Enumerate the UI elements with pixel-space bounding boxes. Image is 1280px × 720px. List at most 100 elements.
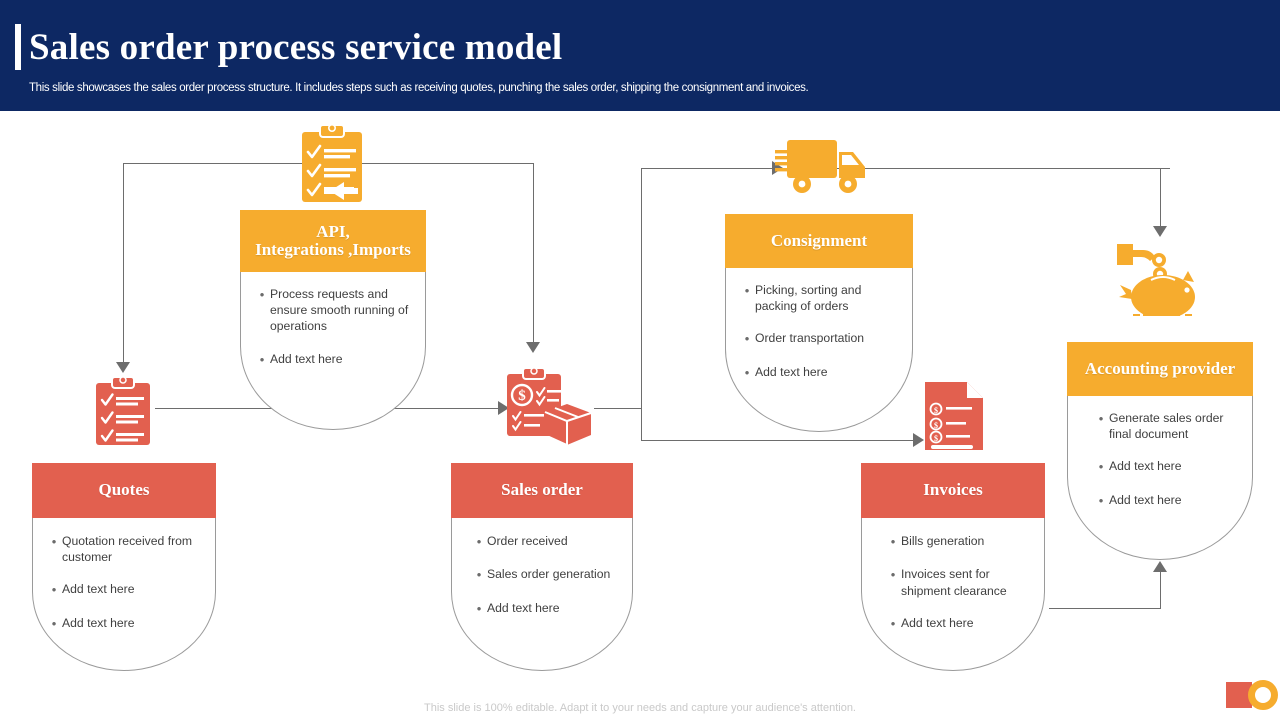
footer-note: This slide is 100% editable. Adapt it to… <box>424 702 856 714</box>
card-api[interactable]: API, Integrations ,Imports • Process req… <box>240 210 426 430</box>
list-item: • Sales order generation <box>471 566 625 583</box>
list-item: • Picking, sorting and packing of orders <box>739 282 899 314</box>
bullet-icon: • <box>1098 492 1104 508</box>
list-item: • Add text here <box>885 615 1035 632</box>
list-item: • Add text here <box>46 581 202 598</box>
bullet-text: Add text here <box>1109 459 1182 474</box>
connector-right-branch-vertical-up <box>641 168 642 440</box>
arrow-down-to-sales-order-icon <box>526 342 540 353</box>
card-invoices-title: Invoices <box>861 463 1045 518</box>
bullet-text: Add text here <box>755 364 828 379</box>
list-item: • Process requests and ensure smooth run… <box>254 286 412 335</box>
connector-right-vertical-down-to-piggy <box>1160 168 1161 230</box>
bullet-icon: • <box>1098 411 1104 426</box>
arrow-right-to-sales-order-icon <box>498 401 509 415</box>
logo-square-icon <box>1226 682 1252 708</box>
connector-right-branch-bottom-horizontal <box>641 440 917 441</box>
bullet-icon: • <box>51 534 57 549</box>
card-consignment-bullets: • Picking, sorting and packing of orders… <box>725 282 913 397</box>
connector-right-branch-top-horizontal <box>641 168 1170 169</box>
list-item: • Add text here <box>471 600 625 617</box>
svg-text:$: $ <box>518 388 526 404</box>
bullet-text: Generate sales order final document <box>1109 411 1224 442</box>
card-sales-order-bullets: • Order received • Sales order generatio… <box>451 533 633 633</box>
bullet-icon: • <box>744 331 750 347</box>
arrow-down-to-quotes-icon <box>116 362 130 373</box>
bullet-icon: • <box>744 364 750 380</box>
card-consignment-title: Consignment <box>725 214 913 268</box>
bullet-icon: • <box>476 600 482 616</box>
card-api-bullets: • Process requests and ensure smooth run… <box>240 286 426 384</box>
card-sales-order[interactable]: Sales order • Order received • Sales ord… <box>451 463 633 671</box>
connector-mid-vertical-down <box>533 163 534 346</box>
page-subtitle: This slide showcases the sales order pro… <box>29 82 809 94</box>
card-accounting-provider-title: Accounting provider <box>1067 342 1253 396</box>
bullet-text: Bills generation <box>901 534 985 548</box>
slide-header: Sales order process service model This s… <box>0 0 1280 111</box>
card-quotes-bullets: • Quotation received from customer • Add… <box>32 533 216 648</box>
card-sales-order-title: Sales order <box>451 463 633 518</box>
bullet-icon: • <box>890 615 896 631</box>
connector-invoices-to-accounting <box>1049 608 1161 609</box>
card-quotes[interactable]: Quotes • Quotation received from custome… <box>32 463 216 671</box>
card-invoices-bullets: • Bills generation • Invoices sent for s… <box>861 533 1045 648</box>
bullet-icon: • <box>890 534 896 549</box>
card-api-title: API, Integrations ,Imports <box>240 210 426 272</box>
bullet-text: Add text here <box>62 582 135 597</box>
svg-text:$: $ <box>934 434 938 443</box>
list-item: • Quotation received from customer <box>46 533 202 565</box>
list-item: • Order transportation <box>739 330 899 347</box>
bullet-icon: • <box>259 287 265 302</box>
arrow-up-to-accounting-card <box>1153 561 1167 572</box>
card-api-title-line2: Integrations ,Imports <box>255 240 411 259</box>
arrow-right-to-invoice-icon <box>913 433 924 447</box>
list-item: • Order received <box>471 533 625 550</box>
bullet-text: Invoices sent for shipment clearance <box>901 567 1007 598</box>
card-api-title-line1: API, <box>316 221 350 241</box>
card-accounting-provider[interactable]: Accounting provider • Generate sales ord… <box>1067 342 1253 560</box>
list-item: • Invoices sent for shipment clearance <box>885 566 1035 598</box>
bullet-text: Add text here <box>270 351 343 366</box>
bullet-text: Sales order generation <box>487 567 611 582</box>
piggy-bank-coin-icon <box>1115 230 1207 319</box>
bullet-text: Add text here <box>901 615 974 630</box>
bullet-text: Process requests and ensure smooth runni… <box>270 287 409 334</box>
list-item: • Bills generation <box>885 533 1035 550</box>
header-accent-bar <box>15 24 21 70</box>
bullet-icon: • <box>890 567 896 583</box>
bullet-icon: • <box>476 534 482 549</box>
bullet-icon: • <box>1098 459 1104 475</box>
list-item: • Add text here <box>46 615 202 632</box>
svg-text:$: $ <box>934 421 938 430</box>
bullet-text: Quotation received from customer <box>62 534 193 565</box>
card-invoices[interactable]: Invoices • Bills generation • Invoices s… <box>861 463 1045 671</box>
sales-order-package-icon: $ <box>505 364 593 446</box>
invoice-document-icon: $ $ $ <box>923 380 985 452</box>
card-accounting-provider-bullets: • Generate sales order final document • … <box>1067 410 1253 525</box>
delivery-truck-icon <box>775 136 871 198</box>
bullet-text: Picking, sorting and packing of orders <box>755 283 862 314</box>
svg-text:$: $ <box>934 406 938 415</box>
bullet-icon: • <box>51 582 57 598</box>
list-item: • Generate sales order final document <box>1093 410 1241 442</box>
clipboard-checklist-arrow-icon <box>300 122 364 204</box>
list-item: • Add text here <box>1093 458 1241 475</box>
bullet-text: Add text here <box>62 615 135 630</box>
connector-sales-order-to-right-branch <box>594 408 642 409</box>
card-consignment[interactable]: Consignment • Picking, sorting and packi… <box>725 214 913 432</box>
bullet-text: Add text here <box>1109 492 1182 507</box>
bullet-icon: • <box>476 567 482 583</box>
clipboard-checklist-icon <box>94 374 152 446</box>
list-item: • Add text here <box>739 364 899 381</box>
logo-ring-icon <box>1248 680 1278 710</box>
arrow-down-to-piggy-bank-icon <box>1153 226 1167 237</box>
bullet-icon: • <box>259 351 265 367</box>
bullet-text: Order received <box>487 534 568 548</box>
page-title: Sales order process service model <box>29 27 563 68</box>
bullet-icon: • <box>744 283 750 298</box>
card-quotes-title: Quotes <box>32 463 216 518</box>
bullet-text: Add text here <box>487 600 560 615</box>
connector-left-vertical-down <box>123 163 124 366</box>
list-item: • Add text here <box>1093 492 1241 509</box>
